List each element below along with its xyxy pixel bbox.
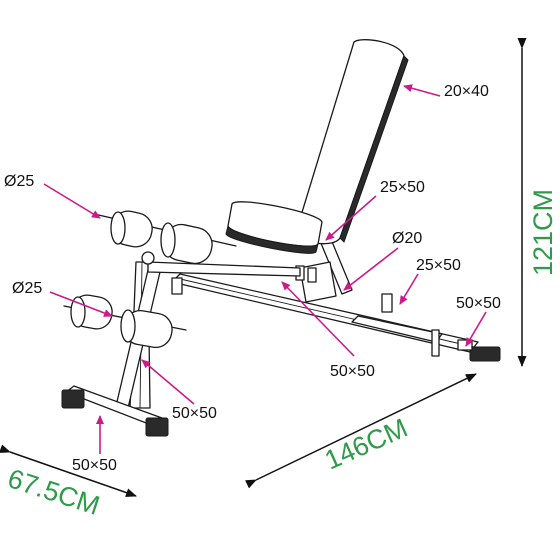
pointer-backrest-tube — [403, 84, 441, 97]
pointer-ladder-tube — [399, 273, 419, 305]
pointer-arrows — [43, 84, 487, 454]
label-adjust-pin: Ø20 — [392, 230, 422, 247]
label-backrest-tube: 20×40 — [444, 83, 489, 100]
height-dimension-label: 121CM — [528, 189, 558, 276]
bench-frame — [61, 39, 501, 437]
pointer-lower-roller-rod — [49, 291, 113, 317]
label-main-beam: 50×50 — [330, 363, 375, 380]
label-rear-foot: 50×50 — [456, 295, 501, 312]
dimension-arrows — [0, 38, 527, 497]
label-lower-roller-rod: Ø25 — [12, 280, 42, 297]
label-upper-roller-rod: Ø25 — [4, 173, 34, 190]
label-front-foot: 50×50 — [72, 457, 117, 474]
pointer-main-beam — [281, 281, 355, 357]
length-dimension-line — [245, 373, 477, 489]
label-seat-support: 25×50 — [380, 179, 425, 196]
pointer-front-leg — [141, 359, 195, 405]
pointer-seat-support — [325, 195, 377, 241]
label-ladder-tube: 25×50 — [416, 257, 461, 274]
width-dimension-line — [0, 444, 137, 497]
label-front-leg: 50×50 — [172, 405, 217, 422]
pointer-rear-foot — [465, 311, 487, 347]
pointer-adjust-pin — [343, 247, 399, 291]
pointer-upper-roller-rod — [43, 183, 101, 219]
length-dimension-label: 146CM — [320, 413, 412, 476]
